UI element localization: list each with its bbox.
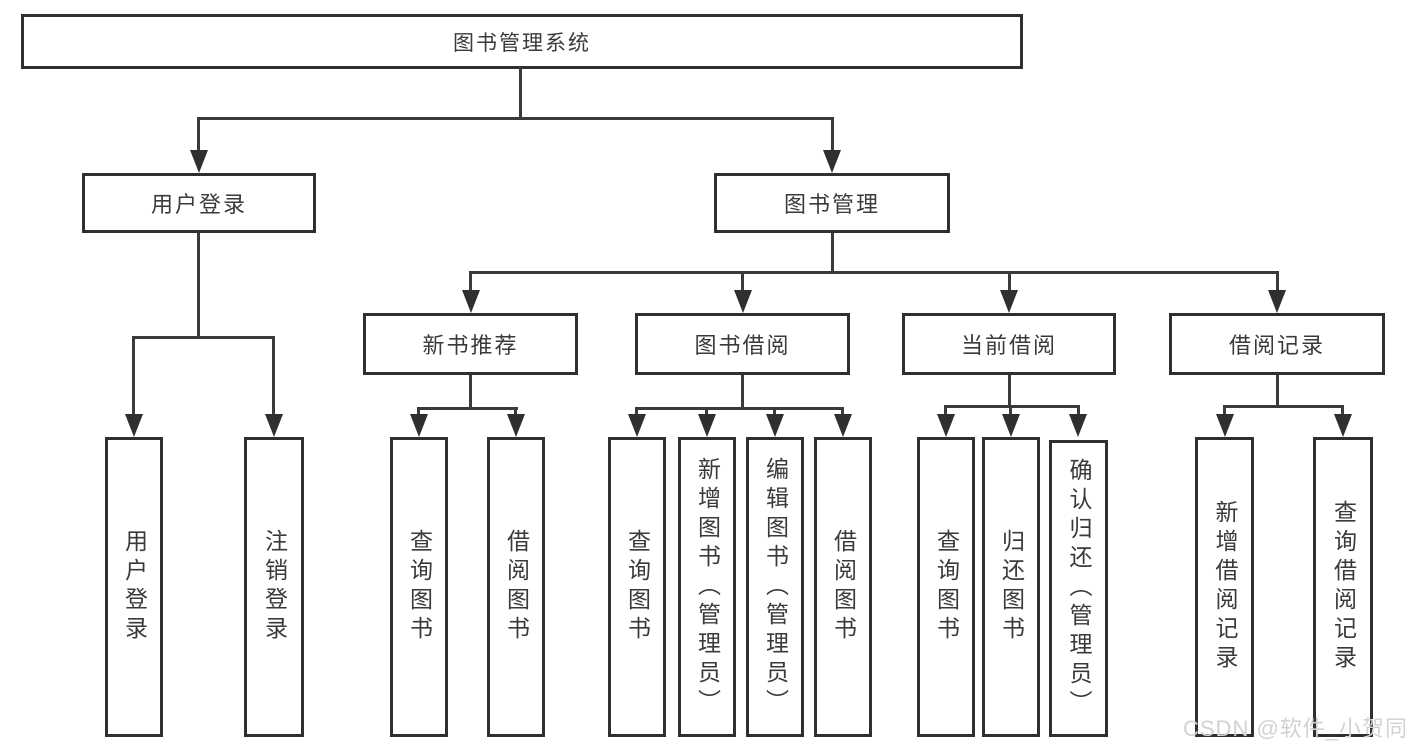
connector-drop — [514, 407, 517, 419]
arrowhead-down-icon — [628, 414, 646, 437]
connector-drop — [1341, 405, 1344, 419]
connector-drop-leaf-user-login — [132, 336, 135, 416]
arrowhead-down-icon — [937, 414, 955, 437]
connector-records-hline — [1223, 405, 1344, 408]
arrowhead-down-icon — [834, 414, 852, 437]
arrowhead-down-icon — [1216, 414, 1234, 437]
connector-records-stem — [1276, 375, 1279, 408]
node-book-borrowing: 图书借阅 — [635, 313, 850, 375]
arrowhead-down-icon — [698, 414, 716, 437]
connector-drop — [417, 407, 420, 419]
arrowhead-down-icon — [1069, 414, 1087, 437]
node-leaf-return-book: 归还图书 — [982, 437, 1040, 737]
connector-drop-leaf-logout — [272, 336, 275, 416]
node-leaf-logout: 注销登录 — [244, 437, 304, 737]
connector-drop — [944, 405, 947, 419]
connector-drop — [1009, 405, 1012, 419]
connector-current-stem — [1008, 375, 1011, 408]
connector-drop-borrow — [741, 271, 744, 297]
connector-borrow-hline — [635, 407, 844, 410]
node-leaf-query-books-borrow: 查询图书 — [608, 437, 666, 737]
connector-book-mgmt-stem — [831, 233, 834, 274]
connector-root-hline — [197, 117, 834, 120]
node-leaf-borrow-book-recommend: 借阅图书 — [487, 437, 545, 737]
connector-new-books-hline — [417, 407, 518, 410]
connector-drop-new-books — [469, 271, 472, 297]
connector-drop — [1077, 405, 1080, 419]
node-leaf-query-books-current: 查询图书 — [917, 437, 975, 737]
arrowhead-down-icon — [734, 290, 752, 313]
connector-user-login-stem — [197, 233, 200, 336]
connector-drop-user-login — [197, 117, 200, 157]
connector-drop-book-mgmt — [831, 117, 834, 157]
connector-drop — [705, 407, 708, 419]
csdn-watermark: CSDN @软件_小贺同学 — [1183, 716, 1405, 741]
connector-drop-current — [1008, 271, 1011, 297]
connector-new-books-stem — [469, 375, 472, 410]
connector-drop — [773, 407, 776, 419]
arrowhead-down-icon — [410, 414, 428, 437]
node-root: 图书管理系统 — [21, 14, 1023, 69]
node-leaf-add-book-admin: 新增图书（管理员） — [678, 437, 736, 737]
node-leaf-add-borrow-record: 新增借阅记录 — [1195, 437, 1254, 737]
arrowhead-down-icon — [265, 414, 283, 437]
node-new-book-recommend: 新书推荐 — [363, 313, 578, 375]
connector-root-stem — [519, 67, 522, 117]
node-leaf-borrow-book: 借阅图书 — [814, 437, 872, 737]
node-current-borrowing: 当前借阅 — [902, 313, 1116, 375]
arrowhead-down-icon — [1334, 414, 1352, 437]
node-user-login: 用户登录 — [82, 173, 316, 233]
arrowhead-down-icon — [823, 150, 841, 173]
connector-drop — [841, 407, 844, 419]
arrowhead-down-icon — [462, 290, 480, 313]
connector-drop-records — [1276, 271, 1279, 297]
arrowhead-down-icon — [1000, 290, 1018, 313]
node-book-management: 图书管理 — [714, 173, 950, 233]
arrowhead-down-icon — [766, 414, 784, 437]
node-borrowing-records: 借阅记录 — [1169, 313, 1385, 375]
connector-drop — [1223, 405, 1226, 419]
node-leaf-edit-book-admin: 编辑图书（管理员） — [746, 437, 804, 737]
arrowhead-down-icon — [125, 414, 143, 437]
node-leaf-query-books-recommend: 查询图书 — [390, 437, 448, 737]
connector-drop — [635, 407, 638, 419]
arrowhead-down-icon — [190, 150, 208, 173]
arrowhead-down-icon — [1002, 414, 1020, 437]
node-leaf-confirm-return-admin: 确认归还（管理员） — [1049, 440, 1108, 737]
connector-book-mgmt-hline — [469, 271, 1279, 274]
arrowhead-down-icon — [507, 414, 525, 437]
arrowhead-down-icon — [1268, 290, 1286, 313]
connector-user-login-hline — [132, 336, 275, 339]
node-leaf-query-borrow-record: 查询借阅记录 — [1313, 437, 1373, 737]
node-leaf-user-login: 用户登录 — [105, 437, 163, 737]
connector-borrow-stem — [741, 375, 744, 410]
